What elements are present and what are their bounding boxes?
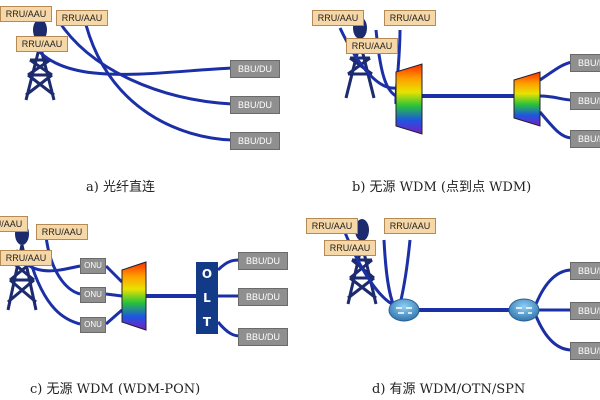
rru-aau-box: RRU/AAU	[0, 6, 52, 22]
rru-aau-box: RRU/AAU	[16, 36, 68, 52]
router-icon	[508, 298, 540, 322]
rru-aau-box: RRU/AAU	[36, 224, 88, 240]
onu-box: ONU	[80, 258, 106, 274]
bbu-du-box: BBU/DU	[230, 60, 280, 78]
rru-aau-box: RRU/AAU	[312, 10, 364, 26]
bbu-du-box: BBU/DU	[570, 54, 600, 72]
rru-aau-box: RRU/AAU	[384, 218, 436, 234]
bbu-du-box: BBU/DU	[570, 92, 600, 110]
bbu-du-box: BBU/DU	[238, 252, 288, 270]
bbu-du-box: BBU/DU	[238, 288, 288, 306]
panel-a-diagram	[24, 19, 233, 142]
rru-aau-box: RRU/AAU	[0, 216, 28, 232]
panel-b-diagram	[338, 17, 573, 140]
bbu-du-box: BBU/DU	[230, 132, 280, 150]
rru-aau-box: RRU/AAU	[306, 218, 358, 234]
onu-box: ONU	[80, 287, 106, 303]
bbu-du-box: BBU/DU	[570, 262, 600, 280]
caption-b: b) 无源 WDM (点到点 WDM)	[352, 180, 532, 195]
tower-antenna	[33, 19, 47, 41]
onu-box: ONU	[80, 317, 106, 333]
panel-passive-wdm-pon: RRU/AAU RRU/AAU RRU/AAU ONU ONU ONU O L …	[0, 200, 300, 400]
wdm-demux	[513, 71, 541, 127]
tower-antenna	[355, 219, 369, 241]
bbu-du-box: BBU/DU	[570, 302, 600, 320]
bbu-du-box: BBU/DU	[238, 328, 288, 346]
bbu-du-box: BBU/DU	[230, 96, 280, 114]
rru-aau-box: RRU/AAU	[0, 250, 52, 266]
bbu-du-box: BBU/DU	[570, 130, 600, 148]
panel-passive-wdm-p2p: RRU/AAU RRU/AAU RRU/AAU BBU/DU BBU/DU BB…	[300, 0, 600, 200]
caption-d: d) 有源 WDM/OTN/SPN	[372, 382, 526, 397]
caption-a: a) 光纤直连	[86, 180, 155, 195]
caption-c: c) 无源 WDM (WDM-PON)	[30, 382, 201, 397]
panel-active-wdm-otn-spn: RRU/AAU RRU/AAU RRU/AAU BBU/DU BBU/DU BB…	[300, 200, 600, 400]
rru-aau-box: RRU/AAU	[346, 38, 398, 54]
wdm-mux	[395, 63, 423, 135]
olt-letter: O	[201, 267, 213, 281]
rru-aau-box: RRU/AAU	[324, 240, 376, 256]
wdm-mux	[121, 261, 147, 331]
olt-letter: T	[202, 315, 212, 329]
panel-fiber-direct: RRU/AAU RRU/AAU RRU/AAU BBU/DU BBU/DU BB…	[0, 0, 300, 200]
bbu-du-box: BBU/DU	[570, 342, 600, 360]
fiber-links	[342, 229, 573, 352]
olt-letter: L	[203, 291, 211, 305]
rru-aau-box: RRU/AAU	[384, 10, 436, 26]
fiber-links	[28, 19, 233, 142]
rru-aau-box: RRU/AAU	[56, 10, 108, 26]
olt-unit: O L T	[196, 262, 218, 334]
router-icon	[388, 298, 420, 322]
